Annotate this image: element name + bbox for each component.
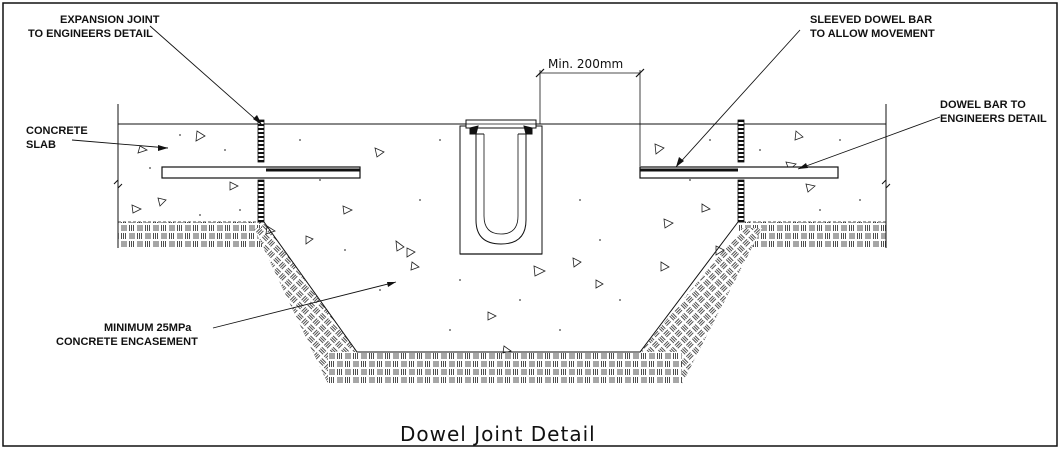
expansion-joint-left-upper	[257, 119, 265, 163]
drain-channel	[459, 119, 543, 255]
label-dowel-bar-line1: DOWEL BAR TO	[940, 99, 1026, 111]
aggregate-texture	[131, 130, 816, 354]
expansion-joint-right-upper	[737, 119, 745, 163]
dowel-bar-right	[639, 166, 839, 179]
label-concrete-slab-line2: SLAB	[26, 139, 56, 151]
dimension-min-200mm: Min. 200mm	[535, 57, 645, 166]
label-expansion-joint-line1: EXPANSION JOINT	[60, 14, 160, 26]
expansion-joint-left-lower	[257, 179, 265, 223]
label-expansion-joint-line2: TO ENGINEERS DETAIL	[28, 28, 153, 40]
expansion-joint-right-lower	[737, 179, 745, 223]
label-encasement-line2: CONCRETE ENCASEMENT	[56, 336, 198, 348]
label-encasement-line1: MINIMUM 25MPa	[104, 322, 192, 334]
aggregate-dots	[149, 134, 861, 331]
dimension-label: Min. 200mm	[548, 57, 623, 71]
label-concrete-slab-line1: CONCRETE	[26, 125, 88, 137]
label-dowel-bar-line2: ENGINEERS DETAIL	[940, 113, 1047, 125]
drawing-title: Dowel Joint Detail	[400, 422, 596, 446]
dowel-bar-left	[161, 166, 361, 179]
label-sleeved-dowel-line1: SLEEVED DOWEL BAR	[810, 14, 932, 26]
label-sleeved-dowel-line2: TO ALLOW MOVEMENT	[810, 28, 935, 40]
leader-arrowheads	[158, 115, 808, 287]
leader-lines	[71, 25, 941, 329]
